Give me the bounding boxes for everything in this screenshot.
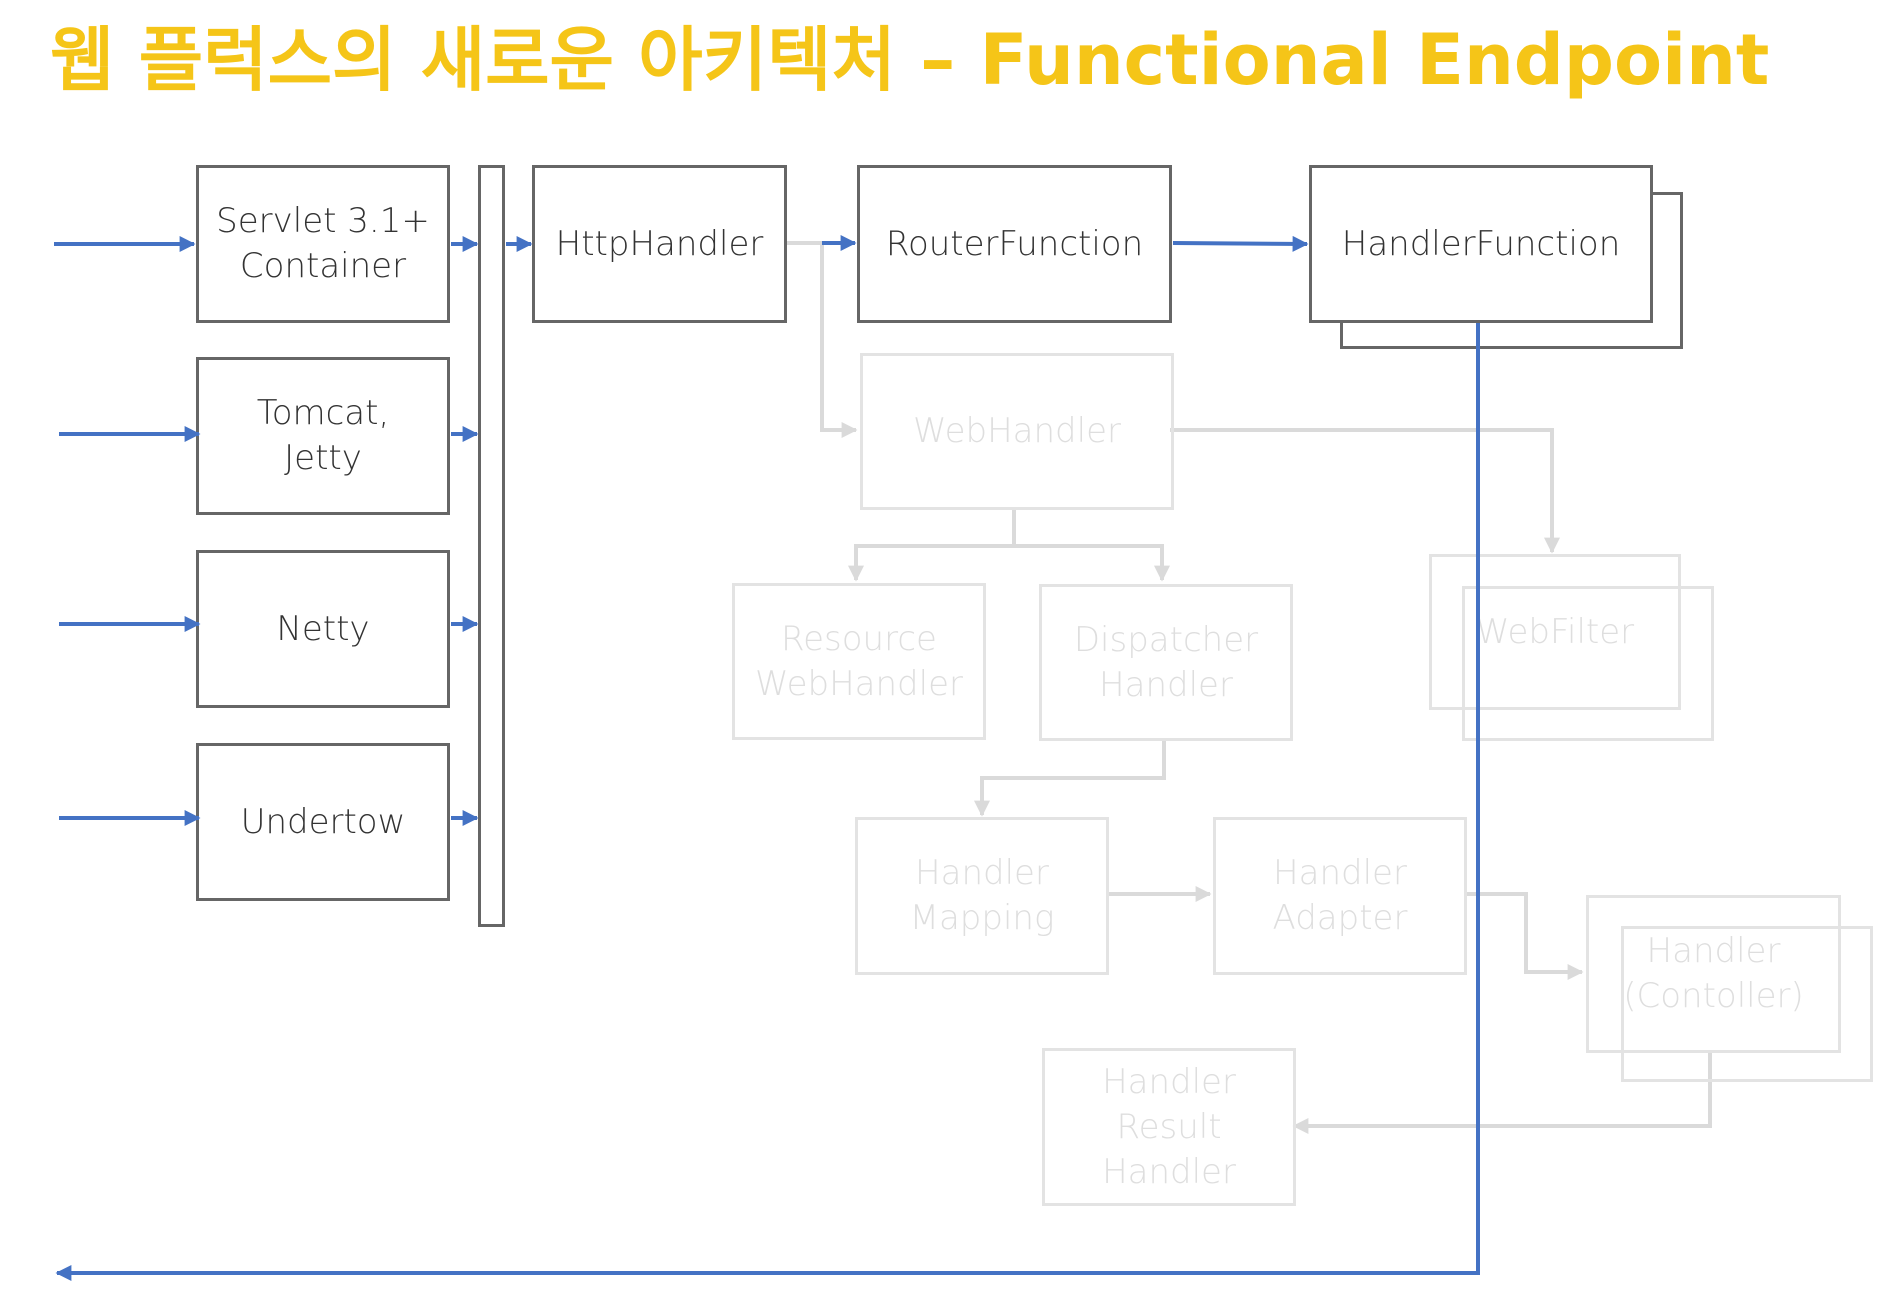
node-label: Servlet 3.1+ Container: [216, 201, 430, 286]
faded-connectors: [784, 241, 1712, 1134]
node-handler-controller-shadow: [1621, 926, 1873, 1082]
node-web-filter-shadow: [1462, 586, 1714, 741]
node-dispatcher-handler: Dispatcher Handler: [1039, 584, 1293, 741]
node-undertow: Undertow: [196, 743, 450, 901]
page-title: 웹 플럭스의 새로운 아키텍처 – Functional Endpoint: [50, 19, 1770, 101]
node-label: HandlerFunction: [1341, 223, 1621, 264]
server-bus-bar: [478, 165, 505, 927]
node-label: Dispatcher Handler: [1073, 619, 1259, 705]
arrow-webhandler-to-resource: [848, 508, 1016, 582]
node-web-filter: WebFilter: [1429, 554, 1681, 710]
arrow-adapter-to-controller: [1465, 892, 1584, 980]
node-label: Undertow: [240, 801, 406, 842]
node-handler-adapter: Handler Adapter: [1213, 817, 1467, 975]
arrow-dispatcher-to-mapping: [974, 740, 1166, 817]
node-label: Tomcat, Jetty: [256, 393, 390, 478]
node-label: Handler (Contoller): [1623, 931, 1804, 1016]
node-servlet-container: Servlet 3.1+ Container: [196, 165, 450, 323]
arrow-handlerfunction-response: [55, 323, 1480, 1281]
node-label: Resource WebHandler: [754, 618, 963, 704]
node-label: Handler Adapter: [1272, 853, 1408, 938]
node-handler-controller: Handler (Contoller): [1586, 895, 1841, 1053]
node-web-handler: WebHandler: [860, 353, 1174, 510]
arrow-router-to-handlerfunction: [1172, 235, 1309, 252]
node-label: RouterFunction: [885, 223, 1144, 264]
node-label: Handler Result Handler: [1102, 1061, 1236, 1192]
node-handler-mapping: Handler Mapping: [855, 817, 1109, 975]
node-handler-function: HandlerFunction: [1309, 165, 1653, 323]
arrow-controller-to-resulthandler: [1292, 1050, 1712, 1134]
node-label: WebFilter: [1475, 611, 1635, 652]
node-tomcat-jetty: Tomcat, Jetty: [196, 357, 450, 515]
node-label: HttpHandler: [555, 223, 764, 264]
arrow-webhandler-to-dispatcher: [1014, 544, 1170, 582]
blue-connectors: [54, 235, 1480, 1281]
node-resource-web-handler: Resource WebHandler: [732, 583, 986, 740]
node-router-function: RouterFunction: [857, 165, 1172, 323]
arrow-webhandler-to-webfilter: [1170, 428, 1560, 554]
arrow-httphandler-to-webhandler: [784, 241, 858, 438]
node-handler-result-handler: Handler Result Handler: [1042, 1048, 1296, 1206]
node-label: WebHandler: [912, 411, 1121, 451]
node-http-handler: HttpHandler: [532, 165, 787, 323]
node-label: Handler Mapping: [909, 853, 1055, 938]
node-label: Netty: [276, 608, 370, 649]
